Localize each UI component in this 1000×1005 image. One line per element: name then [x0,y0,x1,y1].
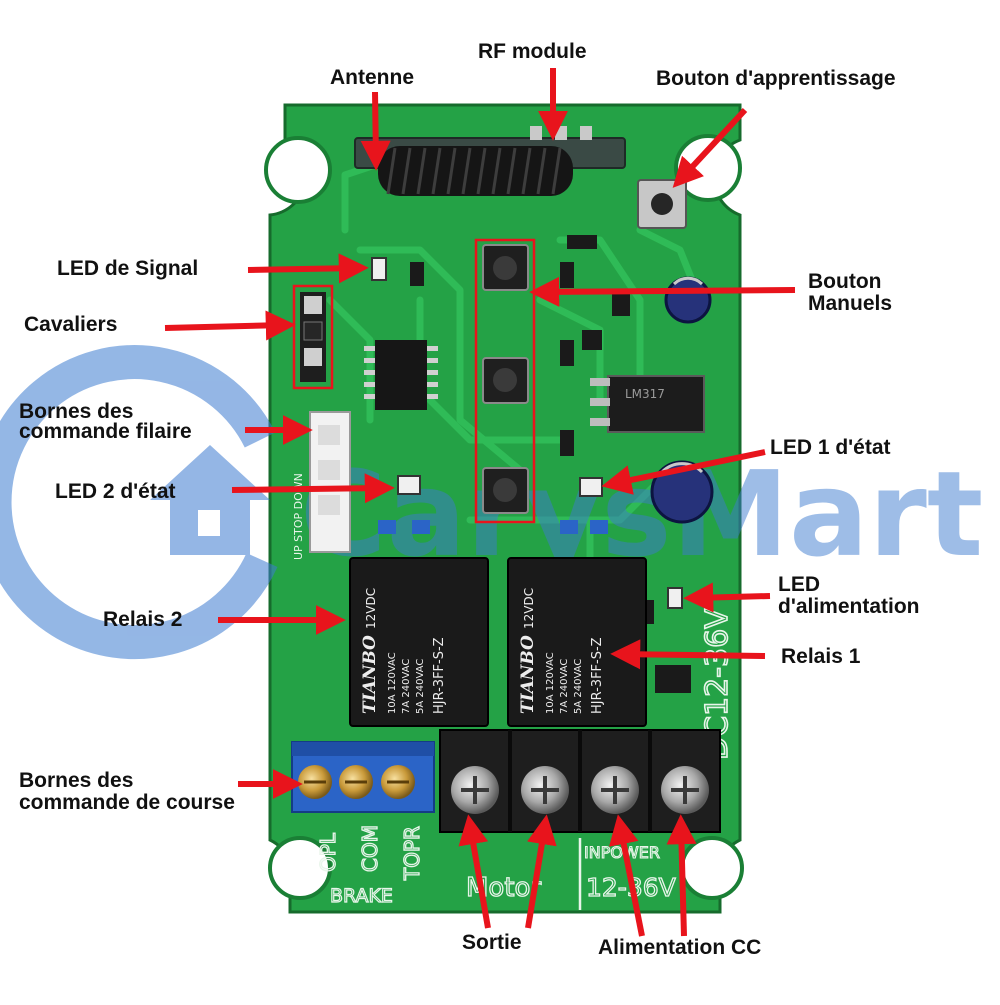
arrow-antenne [360,91,391,171]
antenna-coil [378,146,573,196]
arrow-bouton-manuels [529,276,796,307]
decoder-ic [364,340,438,410]
svg-text:10A 120VAC: 10A 120VAC [387,652,398,714]
mount-hole-bottom-left [268,836,332,900]
capacitor-top [664,276,712,324]
label-cavaliers: Cavaliers [24,313,118,336]
label-led-signal: LED de Signal [57,257,199,280]
svg-text:LM317: LM317 [625,387,665,401]
arrow-led2-etat [231,473,395,504]
mount-hole-bottom-right [680,836,744,900]
svg-text:5A 240VAC: 5A 240VAC [573,659,584,714]
svg-text:BRAKE: BRAKE [330,885,393,907]
svg-text:HJR-3FF-S-Z: HJR-3FF-S-Z [432,637,447,714]
label-sortie: Sortie [462,931,522,954]
label-led1-etat: LED 1 d'état [770,436,891,459]
arrow-cavaliers [164,310,296,341]
led-status-1 [579,477,603,497]
svg-text:TOPR: TOPR [400,826,424,881]
svg-text:5A 240VAC: 5A 240VAC [415,659,426,714]
svg-text:TIANBO: TIANBO [518,635,538,714]
relay-1: TIANBO 12VDC 10A 120VAC 7A 240VAC 5A 240… [507,557,647,727]
label-rf-module: RF module [478,40,587,63]
blue-pads [378,520,608,534]
label-bornes-filaire-line1: Bornes des [19,400,134,423]
arrow-alim-a [609,814,645,937]
svg-text:TIANBO: TIANBO [360,635,380,714]
led-power [667,587,683,609]
learning-button [637,179,687,229]
svg-text:10A 120VAC: 10A 120VAC [545,652,556,714]
smd-components [410,235,691,693]
label-led-alim-line1: LED [778,573,820,596]
manual-buttons-highlight [474,238,536,524]
svg-text:COM: COM [358,825,382,872]
label-alimentation-cc: Alimentation CC [598,936,762,959]
label-led2-etat: LED 2 d'état [55,480,176,503]
svg-text:UP STOP DOWN: UP STOP DOWN [292,473,305,560]
arrow-alim-b [666,814,697,937]
limit-terminal-block [291,741,435,813]
led-signal [371,257,387,281]
arrow-sortie-a [458,814,491,929]
power-terminal-block [439,729,721,833]
svg-text:7A 240VAC: 7A 240VAC [401,659,412,714]
label-bornes-course-line2: commande de course [19,791,235,814]
label-bouton-apprentissage: Bouton d'apprentissage [656,67,896,90]
svg-text:INPOWER: INPOWER [584,843,660,862]
label-antenne: Antenne [330,66,414,89]
svg-text:7A 240VAC: 7A 240VAC [559,659,570,714]
mount-hole-top-left [264,136,332,204]
label-bornes-course-line1: Bornes des [19,769,134,792]
callout-arrows [164,68,796,937]
label-relais1: Relais 1 [781,645,861,668]
arrow-bouton-apprentissage [672,107,748,188]
arrow-led-alim [683,582,771,613]
label-relais2: Relais 2 [103,608,183,631]
svg-text:OPL: OPL [316,832,340,872]
led-status-2 [397,475,421,495]
relay-2: TIANBO 12VDC 10A 120VAC 7A 240VAC 5A 240… [349,557,489,727]
label-bornes-filaire-line2: commande filaire [19,420,192,443]
watermark-house-icon [150,445,270,555]
label-bouton-manuels-line1: Bouton [808,270,882,293]
label-bouton-manuels-line2: Manuels [808,292,893,315]
svg-text:12VDC: 12VDC [522,588,536,629]
voltage-regulator: LM317 [590,375,705,433]
capacitor-bottom [650,460,714,524]
arrow-relais1 [610,639,766,670]
watermark-house-ring [0,345,278,660]
arrow-led-signal [247,253,369,284]
arrow-led1-etat [601,449,766,495]
svg-text:HJR-3FF-S-Z: HJR-3FF-S-Z [590,637,605,714]
svg-text:12VDC: 12VDC [364,588,378,629]
label-led-alim-line2: d'alimentation [778,595,920,618]
wired-connector: UP STOP DOWN [292,411,351,560]
arrow-sortie-b [525,814,557,929]
manual-buttons [474,238,536,524]
